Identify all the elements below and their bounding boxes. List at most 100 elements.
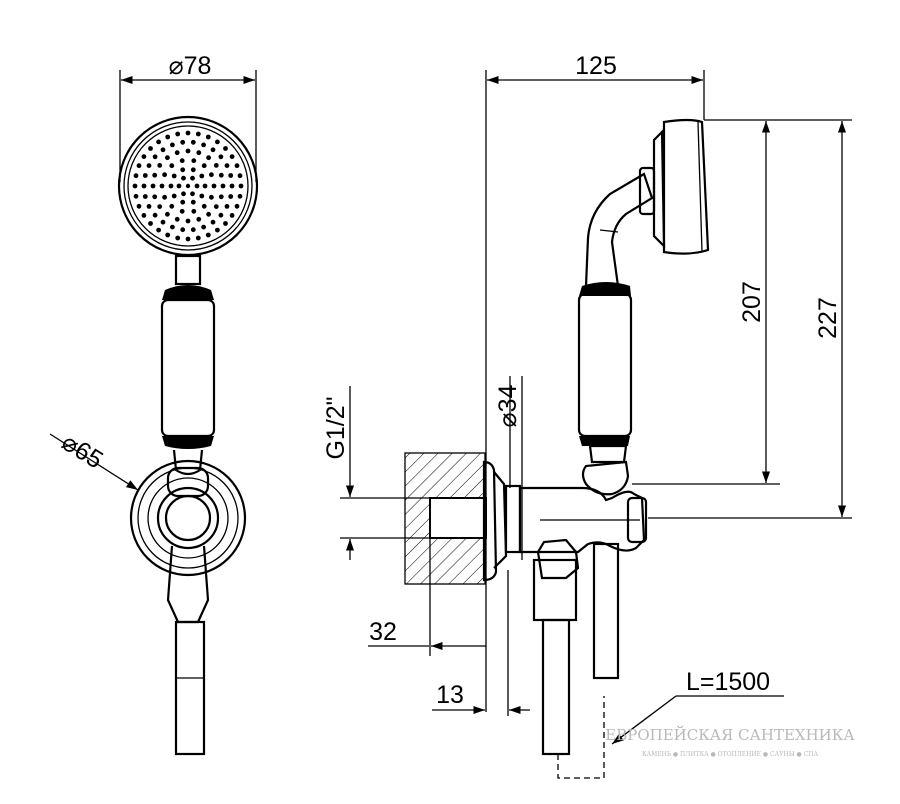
- nozzle-dot: [165, 134, 171, 140]
- front-view: ⌀78 ⌀65: [49, 52, 259, 756]
- nozzle-dot: [213, 163, 219, 168]
- nozzle-dot: [180, 227, 186, 233]
- nozzle-dot: [168, 183, 174, 189]
- wall-flange-side: [482, 460, 522, 582]
- shower-head-front: [117, 115, 259, 257]
- dim-height-227: 227: [814, 297, 842, 339]
- elbow-neck: [584, 172, 654, 287]
- nozzle-dot: [133, 173, 139, 179]
- nozzle-dot: [196, 216, 202, 222]
- nozzle-dot: [211, 183, 217, 189]
- nozzle-dot: [148, 146, 153, 151]
- nozzle-dot: [170, 224, 175, 230]
- nozzle-dot: [180, 167, 186, 173]
- nozzle-dot: [220, 183, 226, 189]
- nozzle-dot: [190, 167, 196, 173]
- nozzle-dot: [169, 163, 175, 169]
- handle-stem: [172, 449, 204, 476]
- side-view: 125 207 227 ⌀34 G1/2" 32 13 L=1500: [322, 52, 852, 779]
- nozzle-dot: [180, 139, 186, 145]
- nozzle-dot: [210, 147, 216, 153]
- nozzle-dot: [180, 199, 186, 205]
- nozzle-dot: [205, 134, 211, 140]
- dim-depth-13: 13: [436, 681, 464, 709]
- nozzle-dot: [223, 146, 228, 151]
- nozzle-dot: [171, 193, 177, 199]
- nozzle-dot: [210, 219, 216, 225]
- nozzle-dot: [185, 130, 191, 136]
- nozzle-dot: [162, 172, 168, 178]
- nozzle-dot: [156, 227, 162, 233]
- nozzle-dot: [218, 212, 224, 218]
- dim-projection: 125: [575, 52, 617, 80]
- nozzle-dot: [209, 194, 214, 200]
- dim-head-diameter: ⌀78: [169, 52, 212, 80]
- watermark-title: ЕВРОПЕЙСКАЯ САНТЕХНИКА: [605, 725, 855, 744]
- nozzle-dot: [142, 173, 148, 178]
- nozzle-dot: [174, 216, 180, 222]
- nozzle-dot: [176, 183, 182, 189]
- nozzle-dot: [146, 204, 152, 209]
- wall-holder-front: [129, 459, 247, 577]
- nozzle-dot: [218, 194, 224, 200]
- nozzle-dot: [201, 224, 207, 230]
- nozzle-dot: [215, 227, 220, 233]
- nozzle-dot: [162, 194, 168, 200]
- nozzle-dot: [223, 221, 228, 226]
- nozzle-dot: [234, 203, 240, 209]
- nozzle-dot: [194, 183, 200, 189]
- nozzle-dot: [136, 203, 142, 209]
- nozzle-dot: [175, 131, 181, 137]
- threaded-nipple: [429, 497, 487, 539]
- nozzle-dot: [201, 163, 207, 169]
- nozzle-dot: [224, 163, 230, 169]
- nozzle-dot: [185, 148, 191, 154]
- nozzle-dot: [141, 183, 147, 189]
- nozzle-dot: [148, 221, 153, 226]
- nozzle-dot: [209, 172, 214, 178]
- nozzle-dot: [190, 199, 196, 205]
- nozzle-dot: [224, 204, 230, 209]
- nozzle-dot: [141, 154, 147, 160]
- nozzle-dot: [181, 175, 186, 181]
- nozzle-dot: [169, 203, 175, 209]
- nozzle-dot: [229, 183, 235, 189]
- dim-hose-length: L=1500: [686, 668, 770, 696]
- nozzle-dot: [202, 183, 208, 189]
- nozzle-dot: [160, 219, 166, 225]
- nozzle-dot: [190, 227, 196, 233]
- nozzle-dot: [190, 175, 195, 181]
- nozzle-dot: [146, 163, 152, 169]
- nozzle-dot: [132, 183, 138, 189]
- watermark: ЕВРОПЕЙСКАЯ САНТЕХНИКА КАМЕНЬ ● ПЛИТКА ●…: [605, 725, 855, 758]
- nozzle-dot: [160, 147, 166, 153]
- nozzle-dot: [213, 204, 219, 210]
- nozzle-dot: [152, 212, 158, 218]
- nozzle-dot: [142, 194, 148, 199]
- nozzle-dot: [171, 173, 177, 179]
- holder-cup: [581, 460, 630, 496]
- head-neck: [174, 254, 202, 286]
- nozzle-dot: [185, 183, 191, 189]
- nozzle-dot: [152, 172, 158, 178]
- dim-holder-diameter: ⌀65: [57, 428, 108, 474]
- nozzle-dot: [185, 236, 191, 242]
- handle-front: [160, 285, 216, 449]
- nozzle-dot: [152, 154, 158, 160]
- dim-outlet-diameter: ⌀34: [494, 384, 522, 427]
- shower-head-side: [638, 118, 710, 255]
- nozzle-dot: [165, 232, 171, 238]
- nozzle-dot: [196, 150, 202, 156]
- nozzle-dot: [133, 193, 139, 199]
- nozzle-dot: [195, 235, 201, 241]
- dim-thread: G1/2": [322, 396, 350, 459]
- nozzle-dot: [238, 183, 244, 189]
- holder-body-side: [518, 486, 648, 554]
- nozzle-dot: [237, 193, 243, 199]
- hose-continuation: [557, 696, 605, 779]
- nozzle-dot: [195, 131, 201, 137]
- nozzle-dot: [190, 139, 196, 145]
- nozzle-dot: [215, 139, 220, 145]
- nozzle-dot: [157, 204, 163, 210]
- nozzle-dot: [181, 191, 186, 197]
